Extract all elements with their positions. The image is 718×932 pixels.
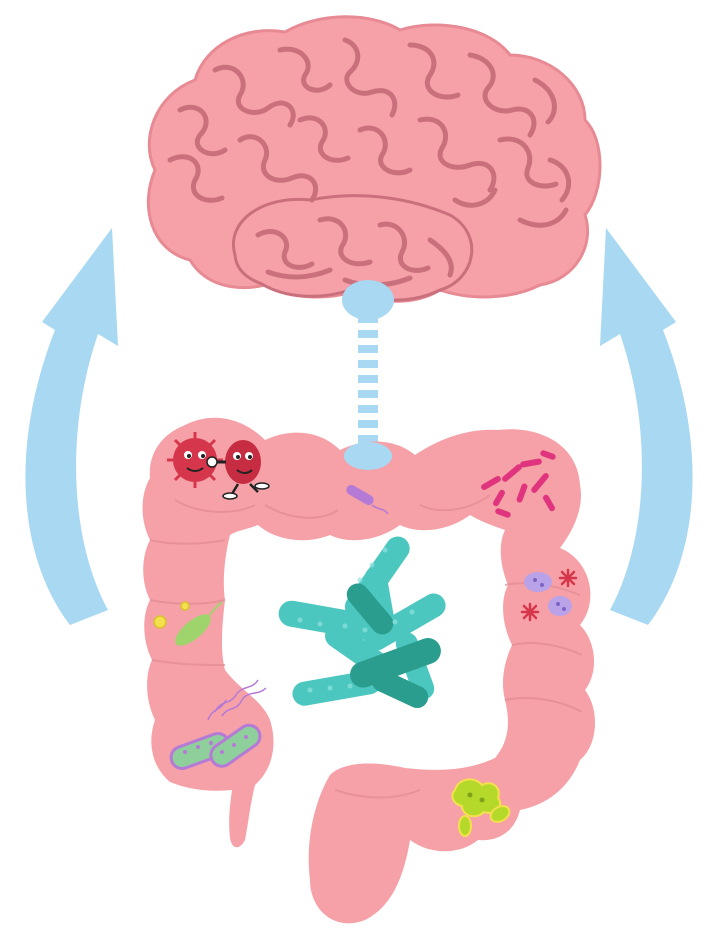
left-arrow-icon [25, 228, 118, 625]
brain-icon [148, 17, 600, 302]
right-arrow-icon [600, 228, 693, 625]
rod-bacteria-cluster-icon [277, 532, 450, 712]
vagus-connector [342, 280, 394, 443]
